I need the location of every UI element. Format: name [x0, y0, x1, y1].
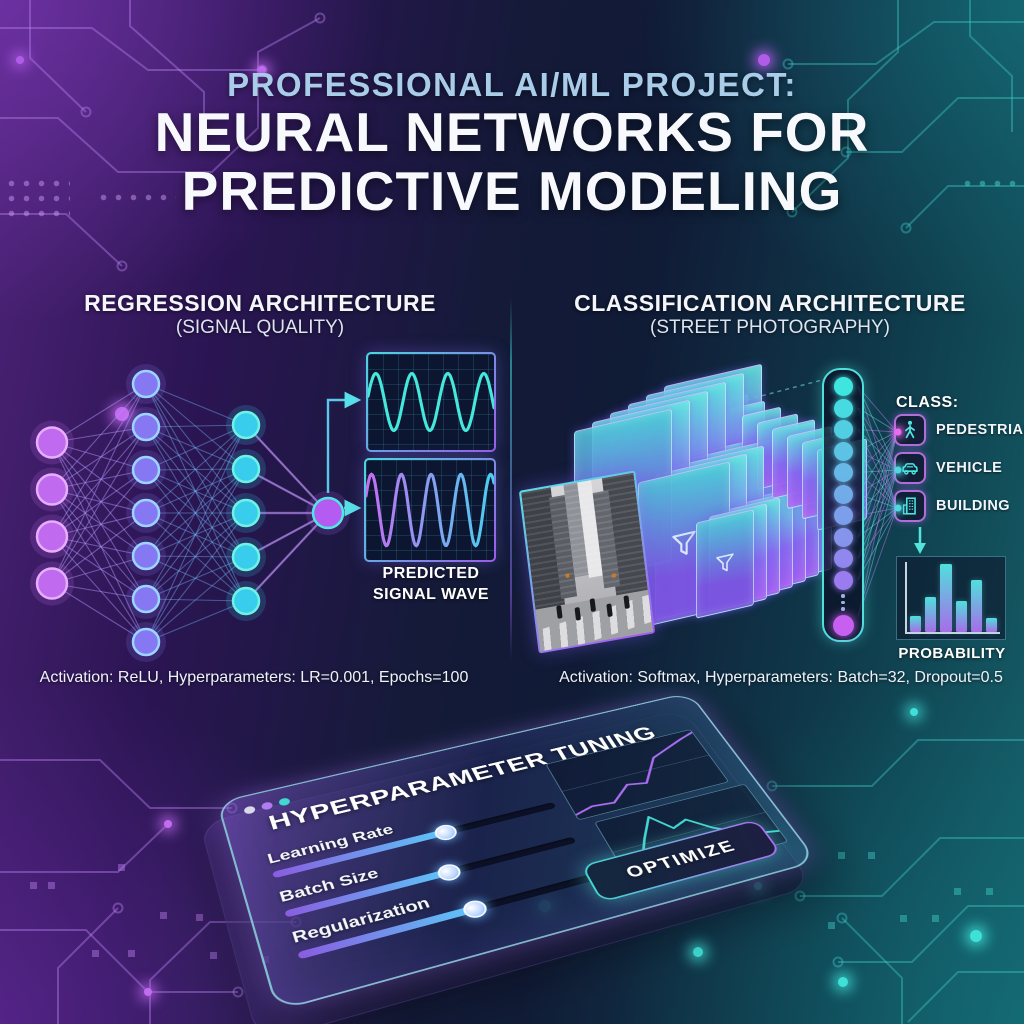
signal-wave-plot-1 [366, 352, 496, 452]
dense-node [833, 377, 853, 396]
glow-dot [144, 988, 152, 996]
class-header-label: CLASS: [896, 394, 959, 411]
sine-wave-1 [368, 371, 494, 433]
probability-chart [896, 556, 1006, 640]
dot-grid [96, 190, 176, 206]
classification-footnote: Activation: Softmax, Hyperparameters: Ba… [559, 669, 1003, 686]
window-dot [243, 805, 257, 815]
dot-grid [4, 176, 70, 220]
probability-bar [970, 580, 982, 632]
glow-dot [693, 947, 703, 957]
section-divider [510, 298, 512, 660]
dense-node [833, 484, 853, 504]
arrow-to-wave1 [326, 391, 362, 493]
class-item-vehicle: VEHICLE [894, 452, 1024, 484]
class-label: PEDESTRIAN [936, 422, 1024, 438]
dense-ellipsis [841, 592, 845, 613]
neural-network-diagram [30, 364, 350, 662]
class-item-building: BUILDING [894, 490, 1024, 522]
dense-node [832, 615, 854, 636]
dense-node [833, 463, 853, 482]
class-label: VEHICLE [936, 460, 1003, 476]
dense-layer [822, 368, 864, 642]
dense-output-dot [894, 504, 902, 512]
glow-dot [970, 930, 982, 942]
page-title-line1: NEURAL NETWORKS FOR [154, 101, 870, 163]
page-title-line2: PREDICTIVE MODELING [181, 159, 843, 222]
vehicle-icon [894, 452, 926, 484]
dense-node [833, 549, 853, 568]
class-item-pedestrian: PEDESTRIAN [894, 414, 1024, 446]
window-dot [277, 797, 291, 807]
window-dot [260, 801, 274, 811]
glow-dot [258, 66, 266, 74]
wave-label-line1: PREDICTED [382, 565, 480, 582]
class-label: BUILDING [936, 498, 1011, 514]
glow-dot [758, 54, 770, 66]
regression-footnote: Activation: ReLU, Hyperparameters: LR=0.… [39, 669, 469, 686]
dense-node [833, 398, 853, 418]
sine-wave-2 [366, 472, 494, 548]
dot-grid [960, 176, 1020, 190]
building-icon [894, 490, 926, 522]
dense-node [833, 441, 853, 461]
down-arrow-icon [914, 527, 926, 554]
glow-dot [838, 977, 848, 987]
output-arrows [326, 391, 362, 517]
glow-dot [910, 708, 918, 716]
kicker-title: PROFESSIONAL AI/ML PROJECT: [227, 66, 797, 103]
dense-output-dot [894, 466, 902, 474]
probability-bar [925, 597, 937, 632]
probability-bar [910, 616, 922, 632]
classification-section-subtitle: (STREET PHOTOGRAPHY) [650, 317, 890, 338]
signal-wave-plot-2 [364, 458, 496, 562]
probability-bar [940, 564, 952, 632]
regression-section-subtitle: (SIGNAL QUALITY) [175, 317, 345, 338]
predicted-signal-wave-label: PREDICTED SIGNAL WAVE [336, 564, 526, 606]
dense-node [833, 527, 853, 547]
street-photo [518, 470, 656, 654]
probability-label: PROBABILITY [898, 645, 1006, 662]
wave-label-line2: SIGNAL WAVE [372, 585, 490, 603]
probability-bar [955, 601, 967, 632]
page-title: NEURAL NETWORKS FOR PREDICTIVE MODELING [0, 103, 1024, 221]
dense-output-dot [894, 428, 902, 436]
classification-section-title: CLASSIFICATION ARCHITECTURE [574, 290, 966, 316]
dense-node [833, 420, 853, 439]
glow-dot [16, 56, 24, 64]
dense-node [833, 506, 853, 525]
regression-section-title: REGRESSION ARCHITECTURE [84, 290, 436, 316]
class-list: PEDESTRIAN VEHICLE BUILDING [894, 414, 1024, 522]
glow-dot [164, 820, 172, 828]
probability-bar [985, 618, 998, 632]
dense-node [833, 570, 853, 590]
